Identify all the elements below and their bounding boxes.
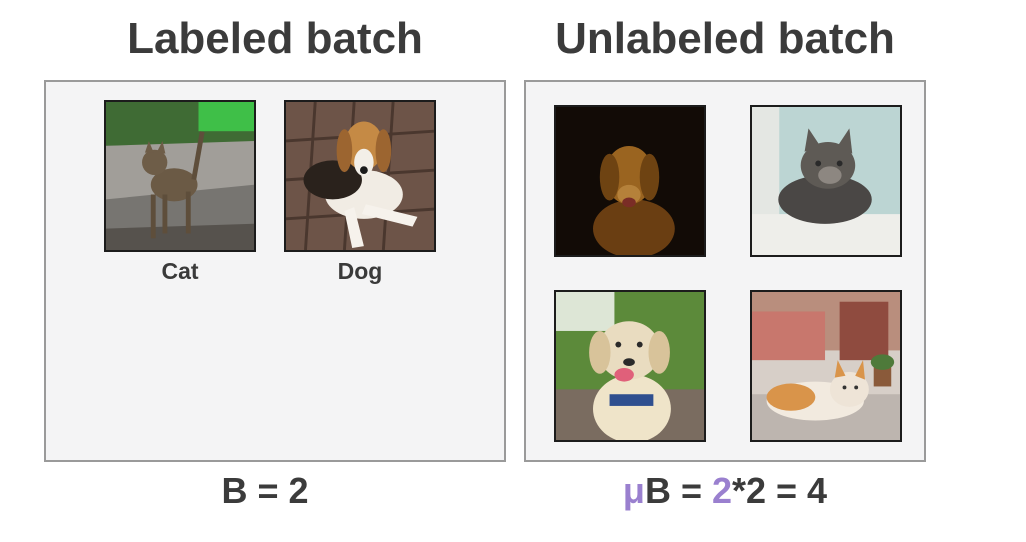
labeled-batch-size-formula: B = 2 bbox=[221, 470, 309, 511]
dog-photo-unlabeled-2 bbox=[554, 290, 706, 442]
dog-photo-unlabeled-1 bbox=[554, 105, 706, 257]
formula-b-equals: B = bbox=[644, 470, 712, 511]
cat-photo-labeled bbox=[104, 100, 256, 252]
unlabeled-batch-title: Unlabeled batch bbox=[555, 14, 895, 63]
mu-symbol: μ bbox=[622, 470, 645, 511]
dog-photo-labeled bbox=[284, 100, 436, 252]
cat-photo-unlabeled-1 bbox=[750, 105, 902, 257]
cat-label: Cat bbox=[161, 258, 199, 284]
mu-value: 2 bbox=[711, 470, 732, 511]
dog-label: Dog bbox=[337, 258, 383, 284]
labeled-batch-title: Labeled batch bbox=[127, 14, 423, 63]
formula-rest: *2 = 4 bbox=[732, 470, 828, 511]
cat-photo-unlabeled-2 bbox=[750, 290, 902, 442]
unlabeled-batch-size-formula: μB = 2*2 = 4 bbox=[515, 470, 935, 512]
